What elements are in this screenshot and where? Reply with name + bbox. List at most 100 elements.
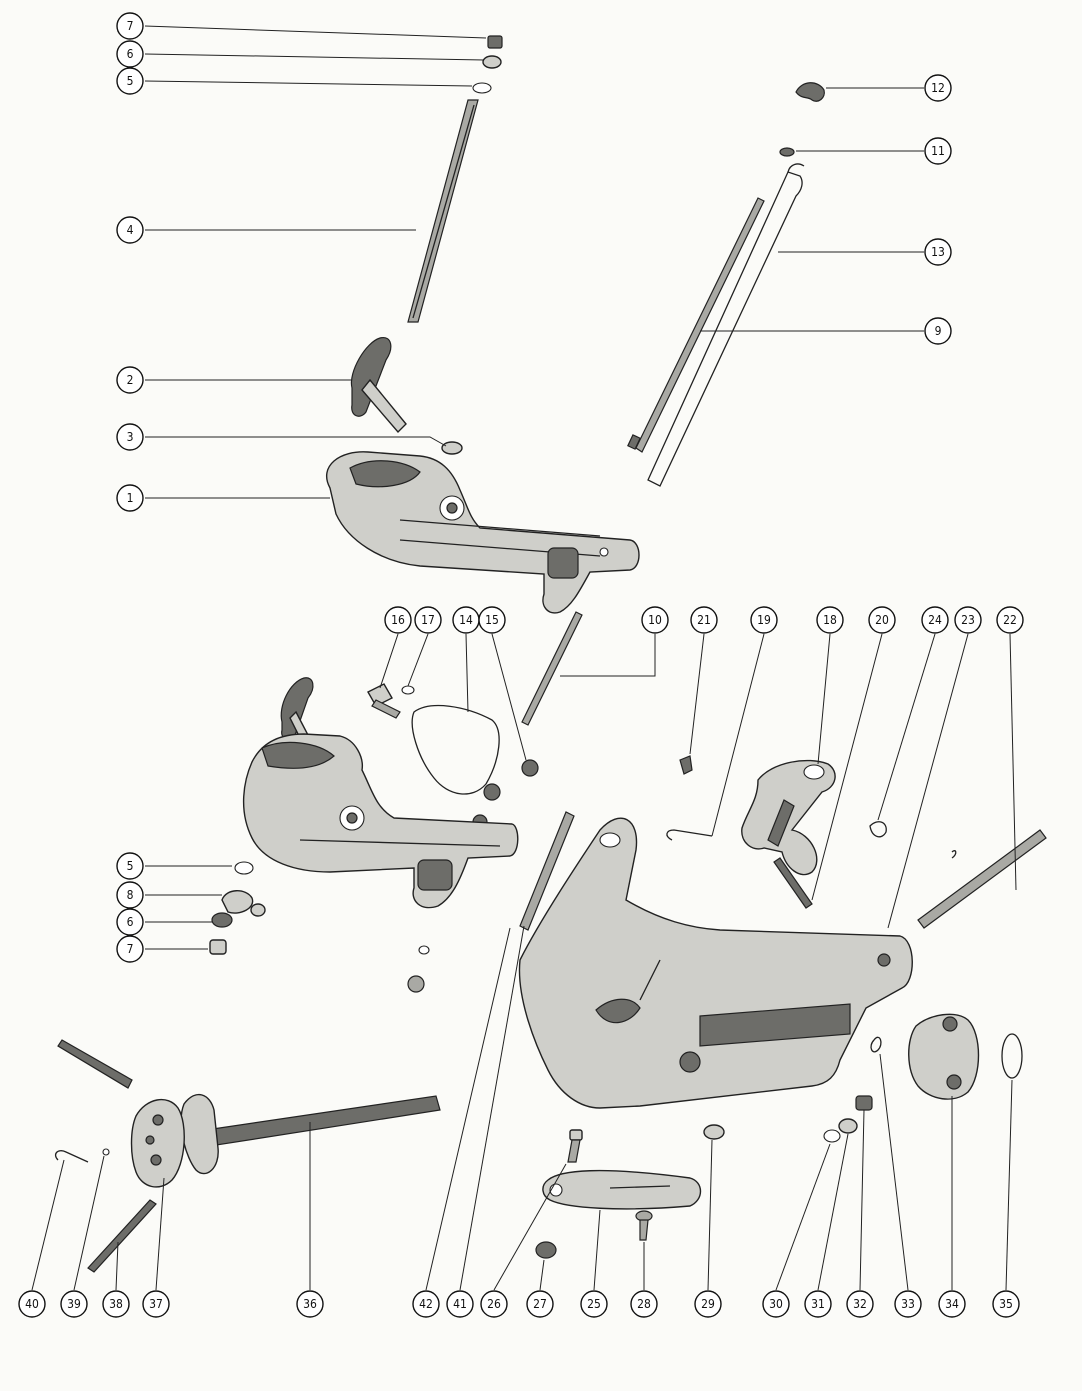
part-18-tilt-bracket [741,759,836,876]
callout-label: 41 [453,1297,467,1311]
callout-circle [630,1290,658,1318]
callout-34: 34 [938,1290,966,1318]
callout-25: 25 [580,1290,608,1318]
callout-8: 8 [116,881,144,909]
callout-label: 42 [419,1297,433,1311]
callout-12: 12 [924,74,952,102]
part-22-mark [951,850,957,859]
callout-circle [116,12,144,40]
callout-label: 22 [1003,613,1017,627]
part-37-rod [57,1039,133,1089]
part-42-ring [418,945,430,955]
part-30-washer [823,1129,841,1143]
callout-label: 7 [127,942,134,956]
part-1-swivel-bracket-upper [326,451,640,614]
part-17-washer [401,685,415,695]
callout-36: 36 [296,1290,324,1318]
callout-7: 7 [116,12,144,40]
callout-17: 17 [414,606,442,634]
part-22-tube [917,829,1047,929]
callout-label: 4 [127,223,134,237]
callout-label: 21 [697,613,711,627]
callout-circle [478,606,506,634]
callout-circle [116,216,144,244]
callout-circle [446,1290,474,1318]
callout-circle [924,317,952,345]
callout-label: 39 [67,1297,81,1311]
callout-35: 35 [992,1290,1020,1318]
callout-label: 18 [823,613,837,627]
callout-circle [804,1290,832,1318]
callout-3: 3 [116,423,144,451]
part-28-screw [635,1210,653,1241]
callout-label: 6 [127,47,134,61]
callout-label: 29 [701,1297,715,1311]
callout-circle [60,1290,88,1318]
callout-circle [938,1290,966,1318]
part-12-clip [795,82,825,102]
part-36-tilt-tube [180,1093,441,1175]
callout-label: 3 [127,430,134,444]
callout-label: 17 [421,613,435,627]
callout-label: 33 [901,1297,915,1311]
part-15-plug-b [483,783,501,801]
callout-label: 30 [769,1297,783,1311]
callout-circle [102,1290,130,1318]
callout-label: 1 [127,491,134,505]
part-10-rod [521,611,583,726]
callout-1: 1 [116,484,144,512]
callout-19: 19 [750,606,778,634]
callout-circle [924,137,952,165]
part-1-swivel-bracket-lower [242,733,519,909]
callout-20: 20 [868,606,896,634]
callout-circle [18,1290,46,1318]
callout-label: 5 [127,859,134,873]
part-4-rod [407,99,479,323]
callout-14: 14 [452,606,480,634]
callout-label: 26 [487,1297,501,1311]
part-8-grease-fitting [250,903,266,917]
callout-label: 37 [149,1297,163,1311]
part-33-spring [870,1036,882,1053]
callout-label: 31 [811,1297,825,1311]
callout-33: 33 [894,1290,922,1318]
callout-label: 36 [303,1297,317,1311]
part-2-t-handle [350,336,407,434]
callout-label: 13 [931,245,945,259]
callout-label: 8 [127,888,134,902]
callout-label: 15 [485,613,499,627]
callout-circle [694,1290,722,1318]
callout-label: 16 [391,613,405,627]
part-35-o-ring [1001,1033,1023,1079]
callout-label: 6 [127,915,134,929]
callout-circle [116,935,144,963]
callout-13: 13 [924,238,952,266]
callout-circle [816,606,844,634]
callout-7: 7 [116,935,144,963]
callout-6: 6 [116,908,144,936]
callout-23: 23 [954,606,982,634]
callout-label: 34 [945,1297,959,1311]
part-29-washer [703,1124,725,1140]
part-15-plug [521,759,539,777]
callout-label: 7 [127,19,134,33]
part-39-pin [102,1148,110,1156]
callout-9: 9 [924,317,952,345]
leader-lines [31,25,1017,1291]
part-13-bent-rod [647,163,805,487]
callout-18: 18 [816,606,844,634]
callout-circle [846,1290,874,1318]
callout-41: 41 [446,1290,474,1318]
callout-circle [992,1290,1020,1318]
part-31-washer [838,1118,858,1134]
callout-circle [580,1290,608,1318]
callout-circle [526,1290,554,1318]
part-19-cotter-pin [666,829,713,841]
callout-label: 38 [109,1297,123,1311]
callout-label: 20 [875,613,889,627]
part-6-washer-lower [211,912,233,928]
part-6-washer-top [482,55,502,69]
callout-27: 27 [526,1290,554,1318]
